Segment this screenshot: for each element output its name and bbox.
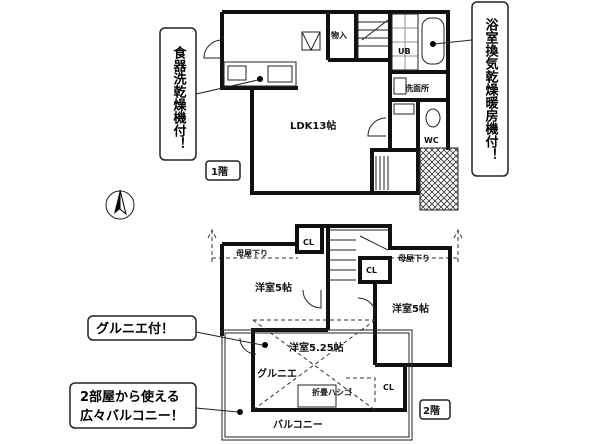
room-label-bath: UB	[398, 47, 411, 56]
floor-2-label: 2階	[423, 404, 440, 417]
porch-tiles	[419, 147, 459, 211]
room-label-storage: 物入	[331, 30, 347, 40]
room-label-ldk: LDK13帖	[290, 119, 336, 132]
sink-icon	[267, 65, 293, 83]
north-arrow-icon	[105, 189, 135, 220]
closet-label-3: CL	[383, 383, 394, 392]
stairs	[357, 14, 389, 58]
fridge-space	[301, 31, 321, 51]
callout-dishwasher	[159, 27, 197, 161]
room-label-loft: グルニエ	[257, 367, 297, 380]
floor-2-plan: 母屋下り 母屋下り CL CL CL 洋室5帖 洋室5帖 洋室5.25帖 グルニ…	[207, 224, 463, 441]
room-label-west: 洋室5帖	[255, 281, 292, 294]
callout-bath-dryer-text: 浴室換気乾燥暖房機付！	[483, 17, 499, 161]
room-label-east: 洋室5帖	[392, 302, 429, 315]
folding-ladder	[297, 384, 337, 408]
callout-balcony	[69, 382, 197, 429]
toilet-icon	[425, 108, 441, 128]
room-label-wc: WC	[424, 136, 439, 145]
bathtub-icon	[421, 17, 445, 65]
callout-bath-dryer	[471, 1, 509, 177]
roof-slope-label-east: 母屋下り	[398, 253, 430, 263]
ladder-label: 折畳ハシゴ	[312, 387, 352, 397]
dishwasher-marker	[257, 76, 263, 82]
floor-1-badge	[205, 160, 241, 181]
room-label-center: 洋室5.25帖	[289, 341, 344, 354]
room-label-balcony: バルコニー	[273, 419, 323, 431]
closet-label-1: CL	[303, 238, 314, 247]
washbasin-icon	[393, 103, 415, 115]
stove-icon	[227, 65, 247, 81]
closet-label-2: CL	[366, 266, 377, 275]
kitchen-counter	[223, 61, 297, 87]
callout-balcony-line1: 2部屋から使える	[80, 389, 180, 405]
callout-dishwasher-text: 食器洗乾燥機付！	[171, 45, 188, 150]
callout-loft-text: グルニエ付！	[96, 321, 174, 337]
floor-2-badge	[419, 399, 451, 420]
balcony-outline	[221, 329, 413, 441]
roof-slope-label-west: 母屋下り	[236, 248, 268, 258]
callout-loft	[87, 315, 197, 341]
door-swing	[203, 39, 223, 59]
callout-balcony-line2: 広々バルコニー！	[80, 408, 184, 424]
floor-1-plan: LDK13帖 物入 UB 洗面所 WC 1階	[203, 10, 459, 211]
room-label-washroom: 洗面所	[405, 83, 429, 93]
floor-1-label: 1階	[211, 165, 228, 178]
